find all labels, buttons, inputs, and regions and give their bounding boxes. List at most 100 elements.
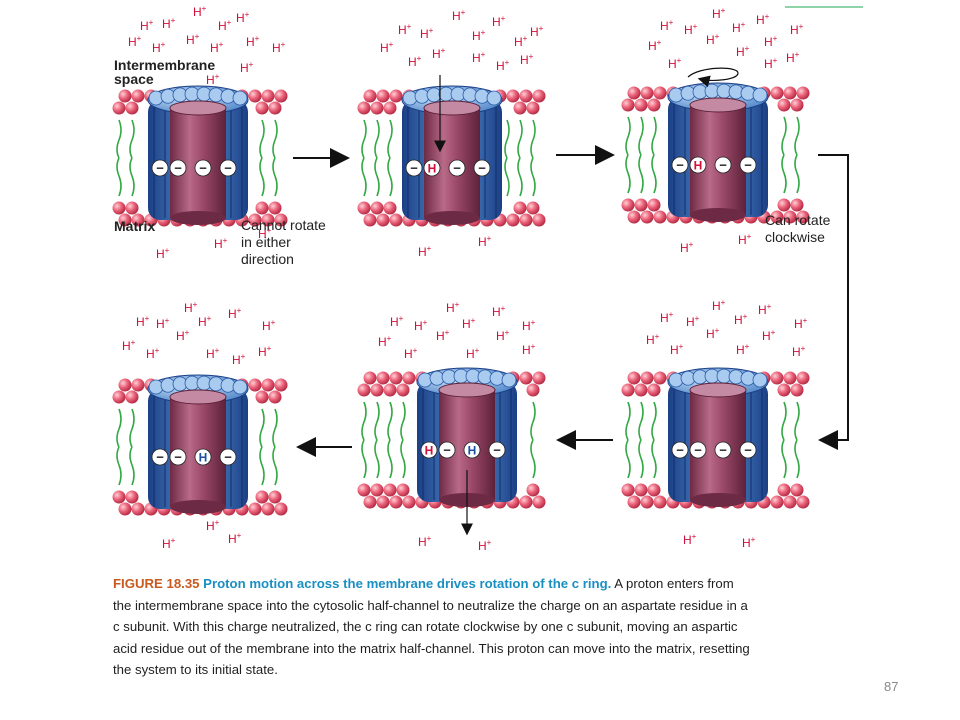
proton-label: H+: [418, 534, 432, 549]
proton-label: H+: [660, 310, 674, 325]
charged-residue: −: [219, 448, 237, 466]
lipid-head: [370, 101, 384, 115]
lipid-head: [647, 98, 661, 112]
panel-5: H−H−: [357, 367, 546, 509]
proton-label: H+: [478, 538, 492, 553]
lipid-head: [770, 86, 784, 100]
lipid-head: [112, 390, 126, 404]
lipid-head: [402, 371, 416, 385]
proton-label: H+: [683, 532, 697, 547]
proton-label: H+: [432, 46, 446, 61]
lipid-head: [255, 101, 269, 115]
lipid-head: [627, 371, 641, 385]
charged-residue: −: [169, 448, 187, 466]
proton-label: H+: [136, 314, 150, 329]
svg-text:−: −: [410, 161, 418, 176]
protonated-residue: H: [463, 441, 481, 459]
proton-label: H+: [514, 34, 528, 49]
proton-label: H+: [680, 240, 694, 255]
lipid-head: [255, 490, 269, 504]
lipid-head: [627, 495, 641, 509]
lipid-head: [634, 98, 648, 112]
arrow-3-4: [818, 154, 849, 450]
proton-label: H+: [706, 32, 720, 47]
proton-label: H+: [436, 328, 450, 343]
svg-text:H: H: [428, 162, 437, 176]
lipid-head: [370, 201, 384, 215]
proton-label: H+: [472, 50, 486, 65]
proton-label: H+: [472, 28, 486, 43]
proton-label: H+: [420, 26, 434, 41]
lipid-head: [370, 483, 384, 497]
charged-residue: −: [488, 441, 506, 459]
proton-label: H+: [418, 244, 432, 259]
lipid-head: [131, 378, 145, 392]
lipid-head: [274, 378, 288, 392]
lipid-head: [131, 213, 145, 227]
proton-label: H+: [246, 34, 260, 49]
proton-label: H+: [146, 346, 160, 361]
svg-text:−: −: [676, 443, 684, 458]
lipid-head: [118, 213, 132, 227]
lipid-head: [268, 201, 282, 215]
lipid-head: [532, 495, 546, 509]
proton-label: H+: [660, 18, 674, 33]
lipid-head: [790, 383, 804, 397]
page-number: 87: [884, 679, 899, 694]
proton-label: H+: [198, 314, 212, 329]
proton-label: H+: [378, 334, 392, 349]
lipid-head: [125, 390, 139, 404]
proton-label: H+: [736, 342, 750, 357]
lipid-head: [513, 101, 527, 115]
charged-residue: −: [739, 156, 757, 174]
lipid-head: [112, 490, 126, 504]
figure-caption: FIGURE 18.35 Proton motion across the me…: [113, 573, 753, 681]
lipid-head: [653, 495, 667, 509]
lipid-head: [261, 502, 275, 516]
proton-label: H+: [492, 304, 506, 319]
proton-label: H+: [258, 226, 272, 241]
lipid-head: [248, 502, 262, 516]
proton-label: H+: [764, 56, 778, 71]
lipid-head: [131, 502, 145, 516]
charged-residue: −: [714, 441, 732, 459]
lipid-head: [357, 201, 371, 215]
lipid-head: [519, 371, 533, 385]
proton-label: H+: [706, 326, 720, 341]
proton-label: H+: [492, 14, 506, 29]
lipid-head: [653, 210, 667, 224]
svg-text:H: H: [425, 444, 434, 458]
proton-label: H+: [520, 52, 534, 67]
lipid-head: [783, 210, 797, 224]
proton-label: H+: [156, 316, 170, 331]
proton-label: H+: [466, 346, 480, 361]
proton-label: H+: [686, 314, 700, 329]
proton-label: H+: [738, 232, 752, 247]
lipid-head: [389, 371, 403, 385]
lipid-head: [519, 89, 533, 103]
proton-label: H+: [258, 344, 272, 359]
top-rule: [785, 6, 863, 8]
svg-text:−: −: [478, 161, 486, 176]
proton-label: H+: [530, 24, 544, 39]
lipid-head: [506, 213, 520, 227]
lipid-head: [647, 483, 661, 497]
svg-text:H: H: [694, 159, 703, 173]
lipid-head: [383, 483, 397, 497]
lipid-head: [513, 201, 527, 215]
charged-residue: −: [169, 159, 187, 177]
lipid-head: [519, 495, 533, 509]
lipid-head: [621, 383, 635, 397]
lipid-head: [383, 383, 397, 397]
lipid-head: [118, 378, 132, 392]
lipid-head: [389, 213, 403, 227]
proton-label: H+: [732, 20, 746, 35]
proton-label: H+: [184, 300, 198, 315]
lipid-head: [376, 371, 390, 385]
proton-label: H+: [522, 318, 536, 333]
charged-residue: −: [671, 156, 689, 174]
proton-label: H+: [228, 531, 242, 546]
proton-label: H+: [408, 54, 422, 69]
